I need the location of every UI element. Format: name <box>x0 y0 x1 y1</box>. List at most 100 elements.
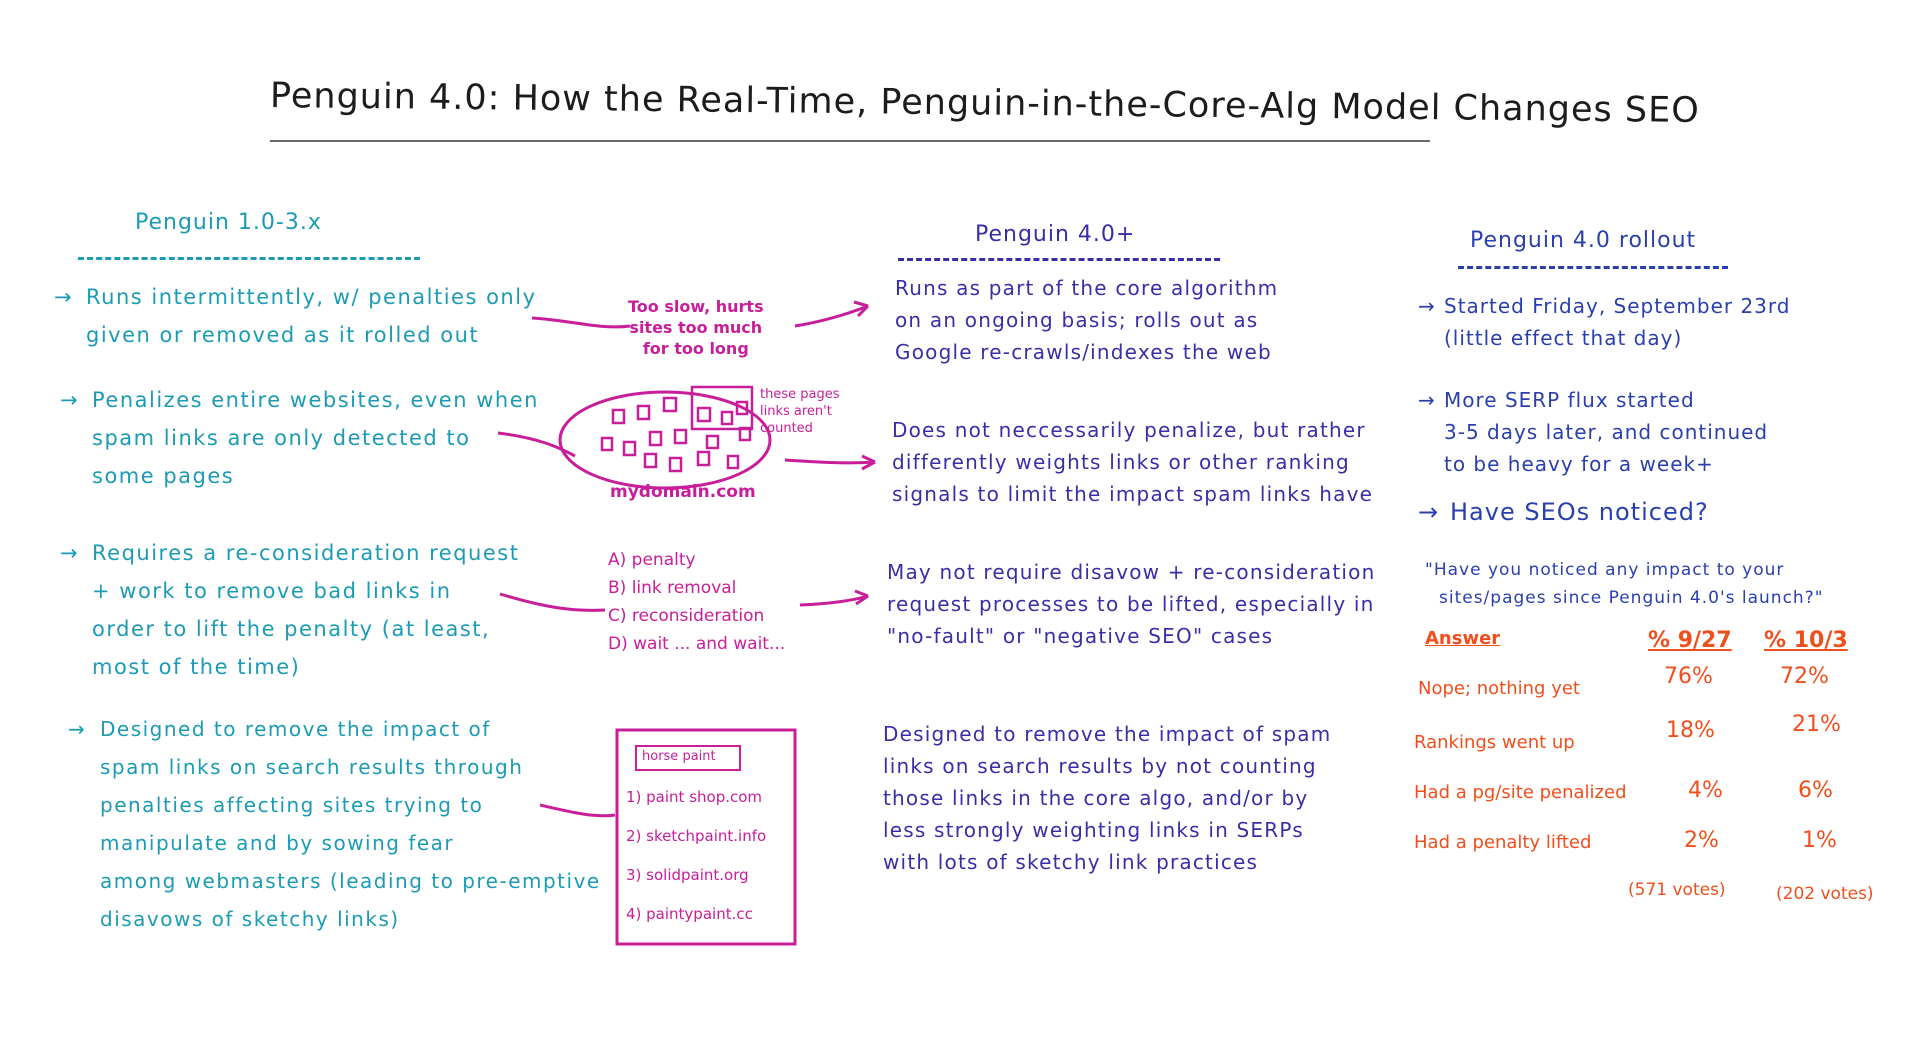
new-point-1: Runs as part of the core algorithm on an… <box>895 272 1278 368</box>
old-point-4-line-2: spam links on search results through <box>100 755 524 779</box>
old-point-3-line-4: most of the time) <box>92 655 301 679</box>
rollout-point-3: → Have SEOs noticed? <box>1418 496 1709 528</box>
new-point-3-line-2: request processes to be lifted, especial… <box>887 592 1375 616</box>
old-point-3-line-1: Requires a re-consideration request <box>92 541 520 565</box>
new-point-4-line-2: links on search results by not counting <box>883 754 1317 778</box>
new-point-4-line-3: those links in the core algo, and/or by <box>883 786 1309 810</box>
arrow-icon: → <box>60 388 80 412</box>
penalty-step-c: C) reconsideration <box>608 606 765 626</box>
rollout-point-3-line-1: Have SEOs noticed? <box>1450 498 1709 526</box>
new-point-4: Designed to remove the impact of spam li… <box>883 718 1331 878</box>
link-list-item-4: 4) paintypaint.cc <box>626 905 753 923</box>
penalty-steps: A) penalty B) link removal C) reconsider… <box>608 546 785 658</box>
rollout-point-2: → More SERP flux started 3-5 days later, … <box>1418 384 1768 480</box>
table-row-2-103: 21% <box>1792 712 1841 737</box>
new-point-3-line-1: May not require disavow + re-considerati… <box>887 560 1376 584</box>
new-point-1-line-2: on an ongoing basis; rolls out as <box>895 308 1259 332</box>
old-point-2-line-2: spam links are only detected to <box>92 426 471 450</box>
survey-question-line-1: "Have you noticed any impact to your <box>1425 560 1785 580</box>
domain-blob <box>558 390 772 490</box>
page-squares <box>600 385 754 473</box>
table-row-4-answer: Had a penalty lifted <box>1414 832 1592 853</box>
uncounted-line-2: links aren't <box>760 404 832 419</box>
too-slow-note: Too slow, hurts sites too much for too l… <box>628 296 764 359</box>
table-row-3-answer: Had a pg/site penalized <box>1414 782 1627 803</box>
old-penguin-heading: Penguin 1.0-3.x <box>135 210 322 235</box>
rollout-point-2-line-3: to be heavy for a week+ <box>1444 452 1714 476</box>
connector-arrow-2 <box>794 304 869 328</box>
connector-arrow-4 <box>784 458 876 465</box>
old-point-1-line-1: Runs intermittently, w/ penalties only <box>86 285 537 309</box>
link-list-item-3: 3) solidpaint.org <box>626 866 749 884</box>
table-header-10-3: % 10/3 <box>1764 628 1848 653</box>
table-row-3-103: 6% <box>1798 778 1833 803</box>
new-point-3: May not require disavow + re-considerati… <box>887 556 1376 652</box>
new-point-2-line-1: Does not neccessarily penalize, but rath… <box>892 418 1366 442</box>
table-row-4-927: 2% <box>1684 828 1719 853</box>
penalty-step-d: D) wait ... and wait... <box>608 634 786 654</box>
old-point-3: → Requires a re-consideration request + w… <box>60 534 519 686</box>
table-row-3-927: 4% <box>1688 778 1723 803</box>
table-header-answer: Answer <box>1425 628 1501 649</box>
uncounted-line-3: counted <box>760 421 813 436</box>
old-point-4: →Designed to remove the impact of spam l… <box>68 710 601 938</box>
too-slow-line-2: sites too much <box>629 318 763 337</box>
rollout-point-1-line-1: Started Friday, September 23rd <box>1444 294 1791 318</box>
old-point-1: →Runs intermittently, w/ penalties only … <box>54 278 537 354</box>
arrow-icon: → <box>1418 498 1440 526</box>
new-point-3-line-3: "no-fault" or "negative SEO" cases <box>887 624 1274 648</box>
new-point-4-line-5: with lots of sketchy link practices <box>883 850 1259 874</box>
old-point-4-line-4: manipulate and by sowing fear <box>100 831 455 855</box>
new-point-2-line-3: signals to limit the impact spam links h… <box>892 482 1374 506</box>
connector-arrow-1 <box>531 316 631 329</box>
old-point-2-line-1: Penalizes entire websites, even when <box>92 388 539 412</box>
arrow-icon: → <box>1418 388 1436 412</box>
arrow-icon: → <box>54 285 74 309</box>
link-list-title: horse paint <box>642 749 716 764</box>
new-point-1-line-3: Google re-crawls/indexes the web <box>895 340 1272 364</box>
penalty-step-a: A) penalty <box>608 550 696 570</box>
rollout-point-1-line-2: (little effect that day) <box>1444 326 1683 350</box>
table-row-1-927: 76% <box>1664 664 1713 689</box>
link-list-item-2: 2) sketchpaint.info <box>626 827 767 845</box>
rollout-point-2-line-1: More SERP flux started <box>1444 388 1695 412</box>
table-row-1-103: 72% <box>1780 664 1829 689</box>
old-heading-dashes <box>78 257 420 260</box>
votes-10-3: (202 votes) <box>1776 884 1874 904</box>
rollout-point-1: → Started Friday, September 23rd (little … <box>1418 290 1790 354</box>
table-row-4-103: 1% <box>1802 828 1837 853</box>
new-point-1-line-1: Runs as part of the core algorithm <box>895 276 1279 300</box>
penalty-step-b: B) link removal <box>608 578 737 598</box>
old-point-4-line-3: penalties affecting sites trying to <box>100 793 484 817</box>
old-point-2-line-3: some pages <box>92 464 235 488</box>
title-underline <box>270 140 1430 142</box>
old-point-2: → Penalizes entire websites, even when sp… <box>60 381 539 495</box>
connector-arrow-6 <box>799 594 869 607</box>
new-point-2: Does not neccessarily penalize, but rath… <box>892 414 1373 510</box>
domain-label: mydomain.com <box>610 482 756 502</box>
rollout-point-2-line-2: 3-5 days later, and continued <box>1444 420 1769 444</box>
too-slow-line-1: Too slow, hurts <box>628 297 764 316</box>
old-point-4-line-6: disavows of sketchy links) <box>100 907 400 931</box>
link-list-item-1: 1) paint shop.com <box>626 788 763 806</box>
old-point-1-line-2: given or removed as it rolled out <box>86 323 480 347</box>
survey-question-line-2: sites/pages since Penguin 4.0's launch?" <box>1439 588 1824 608</box>
arrow-icon: → <box>60 541 80 565</box>
old-point-3-line-3: order to lift the penalty (at least, <box>92 617 491 641</box>
old-point-3-line-2: + work to remove bad links in <box>92 579 452 603</box>
survey-question: "Have you noticed any impact to your sit… <box>1425 556 1824 612</box>
table-row-2-answer: Rankings went up <box>1414 732 1575 753</box>
old-point-4-line-5: among webmasters (leading to pre-emptive <box>100 869 601 893</box>
arrow-icon: → <box>1418 294 1436 318</box>
table-row-1-answer: Nope; nothing yet <box>1418 678 1580 699</box>
page-title: Penguin 4.0: How the Real-Time, Penguin-… <box>269 76 1700 131</box>
table-header-9-27: % 9/27 <box>1648 628 1732 653</box>
rollout-heading-dashes <box>1458 266 1728 269</box>
table-row-2-927: 18% <box>1666 718 1715 743</box>
rollout-heading: Penguin 4.0 rollout <box>1470 228 1697 253</box>
too-slow-line-3: for too long <box>642 339 749 358</box>
old-point-4-line-1: Designed to remove the impact of <box>100 717 491 741</box>
new-point-4-line-1: Designed to remove the impact of spam <box>883 722 1332 746</box>
new-point-2-line-2: differently weights links or other ranki… <box>892 450 1350 474</box>
